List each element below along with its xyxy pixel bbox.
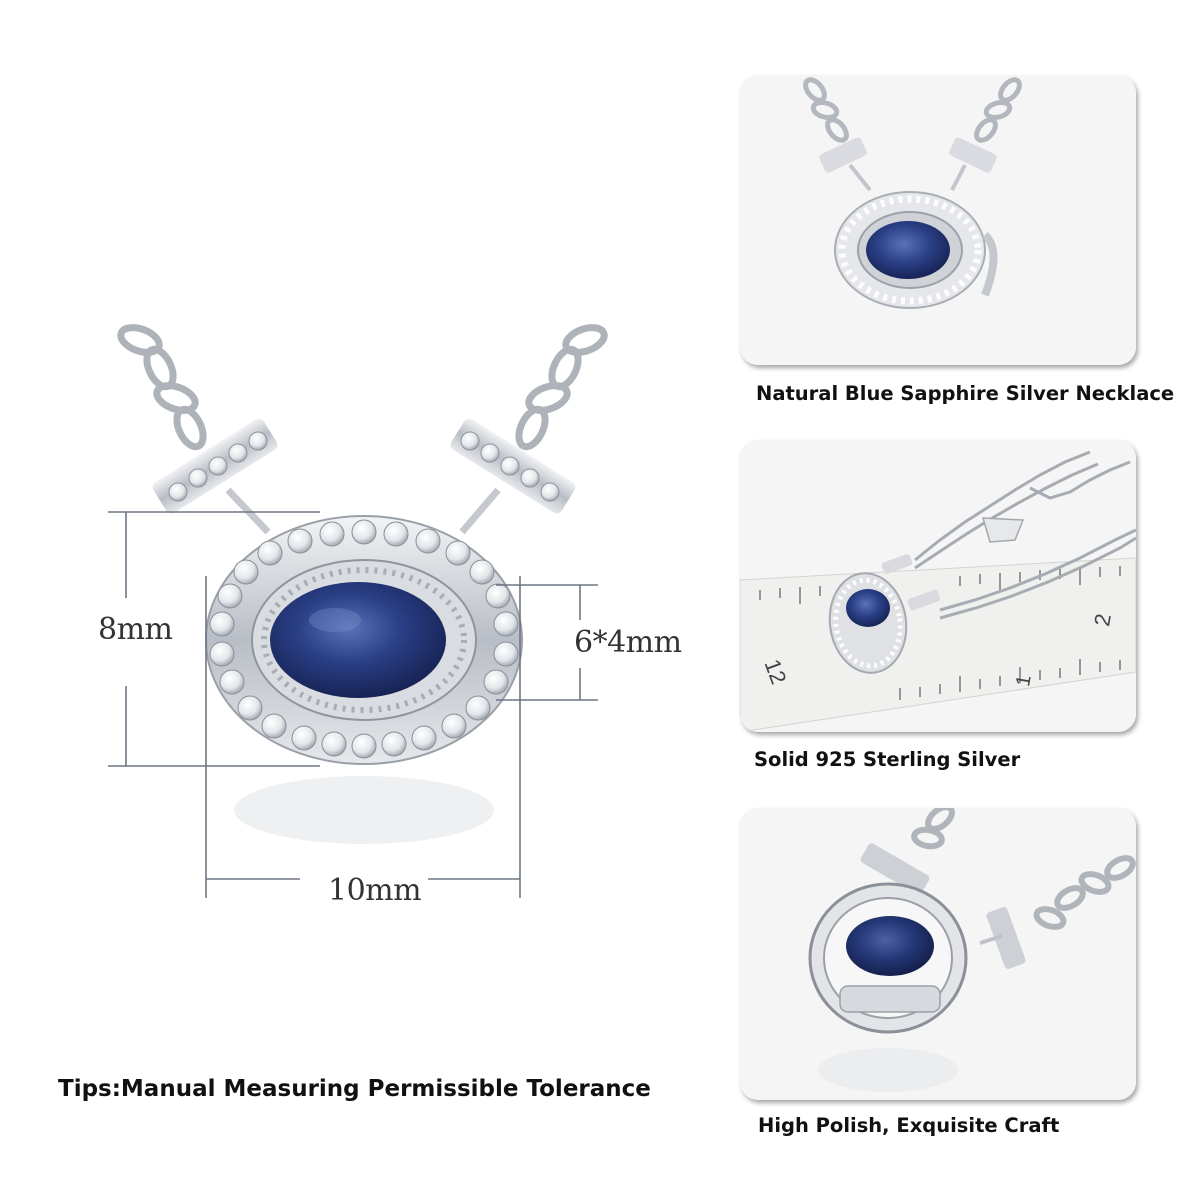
ruler-view-photo: 12 1 2 [740, 440, 1136, 732]
left-connector-bar [152, 418, 278, 535]
right-chain [515, 324, 608, 451]
necklace-pendant-illustration [108, 324, 608, 898]
product-photo-card-back [740, 808, 1136, 1100]
card-caption-back: High Polish, Exquisite Craft [758, 1114, 1060, 1137]
dimension-lines [108, 511, 598, 898]
width-dimension-label: 10mm [328, 873, 422, 908]
pendant [205, 515, 523, 765]
left-chain [117, 324, 207, 451]
dimension-diagram: 8mm 6*4mm 10mm [98, 324, 682, 908]
pendant-reflection [234, 776, 494, 844]
front-view-photo [740, 75, 1136, 365]
card-caption-ruler: Solid 925 Sterling Silver [754, 748, 1021, 771]
halo-stones [209, 519, 519, 759]
stone-dimension-label: 6*4mm [574, 625, 682, 660]
ruler-label-2: 2 [1089, 612, 1116, 628]
ruler-label-1: 1 [1012, 673, 1036, 688]
product-photo-card-ruler: 12 1 2 [740, 440, 1136, 732]
sapphire-stone [270, 582, 446, 698]
product-photo-card-front [740, 75, 1136, 365]
back-view-photo [740, 808, 1136, 1100]
height-dimension-label: 8mm [98, 612, 173, 647]
card-caption-front: Natural Blue Sapphire Silver Necklace [756, 382, 1175, 405]
tips-note: Tips:Manual Measuring Permissible Tolera… [58, 1076, 651, 1102]
right-connector-bar [450, 418, 576, 535]
